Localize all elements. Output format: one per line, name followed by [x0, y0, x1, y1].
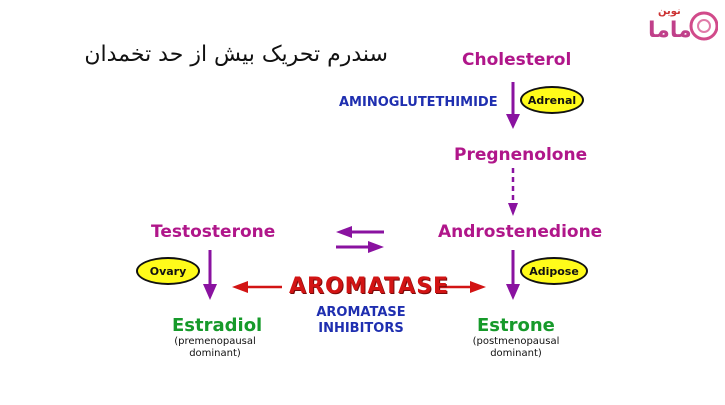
- node-cholesterol: Cholesterol: [462, 50, 572, 70]
- page-title: سندرم تحریک بیش از حد تخمدان: [84, 42, 388, 67]
- logo-mark: [689, 11, 719, 41]
- arrow-pregnenolone-androstenedione: [508, 168, 518, 216]
- estradiol-note-line-1: (premenopausal: [174, 336, 256, 347]
- arrow-aromatase-left: [232, 281, 282, 293]
- badge-ovary: Ovary: [136, 257, 200, 285]
- node-pregnenolone: Pregnenolone: [454, 145, 588, 165]
- arrow-androstenedione-estrone: [506, 250, 520, 300]
- estrone-note: (postmenopausal dominant): [461, 336, 571, 360]
- badge-adrenal: Adrenal: [520, 86, 584, 114]
- arrow-testosterone-to-androstenedione: [336, 241, 384, 253]
- node-androstenedione: Androstenedione: [438, 222, 603, 242]
- badge-adipose: Adipose: [520, 257, 588, 285]
- arrow-aromatase-right: [438, 281, 486, 293]
- inhibitors-line-1: AROMATASE: [316, 305, 406, 320]
- arrow-androstenedione-to-testosterone: [336, 226, 384, 238]
- estradiol-note: (premenopausal dominant): [160, 336, 270, 360]
- logo: نوین ماما: [644, 4, 719, 48]
- estradiol-note-line-2: dominant): [189, 348, 241, 359]
- logo-large-text: ماما: [648, 18, 692, 43]
- node-estrone: Estrone: [477, 315, 555, 336]
- label-aromatase: AROMATASE: [289, 274, 450, 299]
- node-estradiol: Estradiol: [172, 315, 263, 336]
- arrow-cholesterol-pregnenolone: [506, 82, 520, 129]
- label-aminoglutethimide: AMINOGLUTETHIMIDE: [339, 95, 498, 110]
- inhibitors-line-2: INHIBITORS: [318, 321, 404, 336]
- logo-small-text: نوین: [658, 6, 681, 17]
- label-aromatase-inhibitors: AROMATASE INHIBITORS: [298, 305, 424, 337]
- estrone-note-line-2: dominant): [490, 348, 542, 359]
- node-testosterone: Testosterone: [151, 222, 276, 242]
- arrow-testosterone-estradiol: [203, 250, 217, 300]
- estrone-note-line-1: (postmenopausal: [472, 336, 560, 347]
